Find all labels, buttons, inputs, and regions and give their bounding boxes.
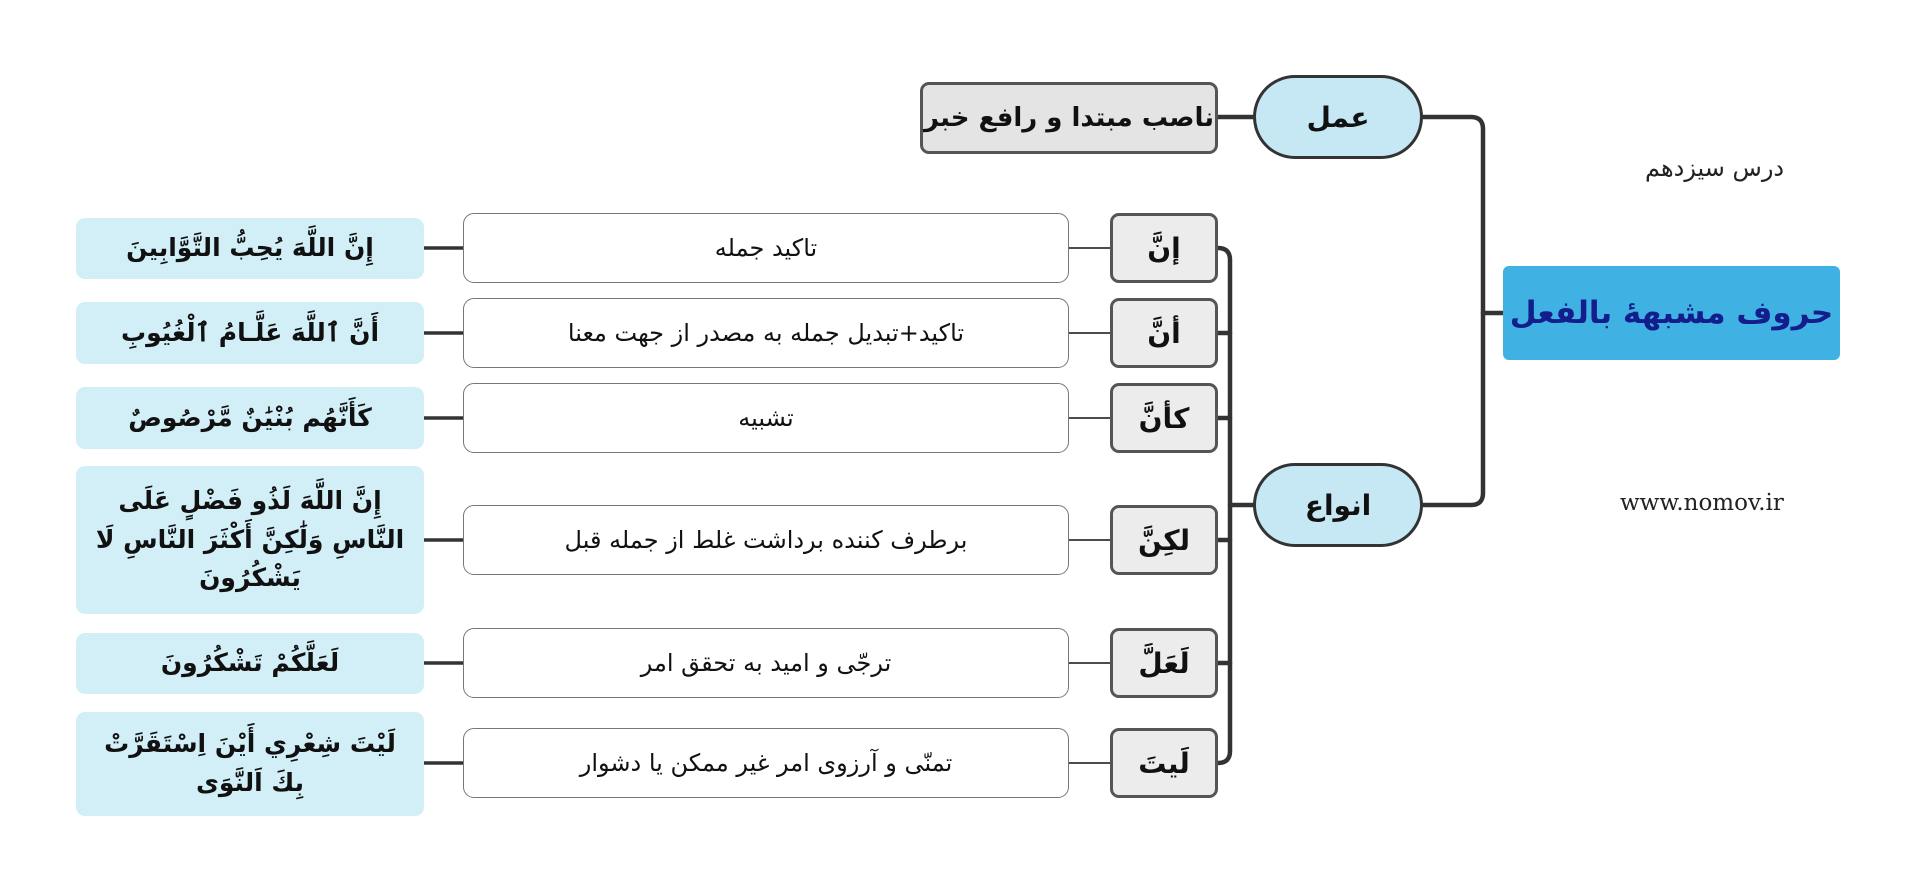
- meaning-box: تاکید+تبدیل جمله به مصدر از جهت معنا: [463, 298, 1069, 368]
- root-node: حروف مشبهۀ بالفعل: [1503, 266, 1840, 360]
- example-box: إِنَّ اللَّهَ يُحِبُّ التَّوَّابِينَ: [76, 218, 424, 279]
- link-root-amal: [1420, 114, 1486, 508]
- website-label: www.nomov.ir: [1620, 490, 1784, 516]
- harf-box: لَیتَ: [1110, 728, 1218, 798]
- harf-box: كأنَّ: [1110, 383, 1218, 453]
- harf-box: لكِنَّ: [1110, 505, 1218, 575]
- branch-amal: عمل: [1253, 75, 1423, 159]
- example-box: أَنَّ ٱللَّهَ عَلَّـامُ ٱلْغُيُوبِ: [76, 302, 424, 364]
- amal-detail-box: ناصب مبتدا و رافع خبر: [920, 82, 1218, 154]
- example-box: لَعَلَّكُمْ تَشْكُرُونَ: [76, 633, 424, 694]
- lesson-label: درس سیزدهم: [1645, 154, 1785, 182]
- harf-box: لَعَلَّ: [1110, 628, 1218, 698]
- example-box: إِنَّ اللَّهَ لَذُو فَضْلٍ عَلَى النَّاس…: [76, 466, 424, 614]
- harf-box: أنَّ: [1110, 298, 1218, 368]
- meaning-box: برطرف کننده برداشت غلط از جمله قبل: [463, 505, 1069, 575]
- meaning-box: ترجّی و امید به تحقق امر: [463, 628, 1069, 698]
- meaning-box: تشبیه: [463, 383, 1069, 453]
- example-box: كَأَنَّهُم بُنْيَٰنٌ مَّرْصُوصٌ: [76, 387, 424, 449]
- harf-box: إنَّ: [1110, 213, 1218, 283]
- branch-anwa: انواع: [1253, 463, 1423, 547]
- meaning-box: تمنّی و آرزوی امر غیر ممکن یا دشوار: [463, 728, 1069, 798]
- meaning-box: تاکید جمله: [463, 213, 1069, 283]
- example-box: لَيْتَ شِعْرِي أَيْنَ اِسْتَقَرَّتْ بِكَ…: [76, 712, 424, 816]
- link-anwa-items: [1215, 245, 1233, 766]
